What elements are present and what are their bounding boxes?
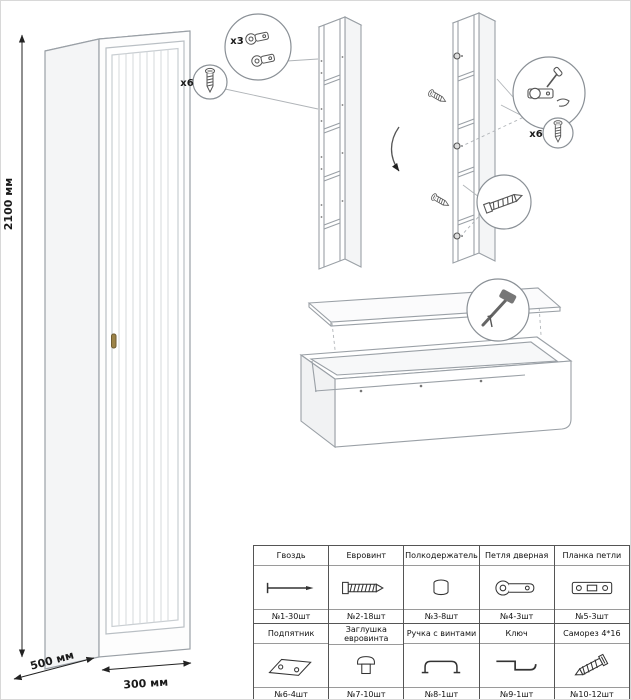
width-dimension-label: 300 мм (123, 675, 169, 691)
drill-holes (359, 379, 483, 393)
door-hinge-icon (480, 566, 554, 609)
hinge-cups (453, 52, 463, 240)
part-qty: №3-8шт (404, 609, 479, 623)
nail-icon (254, 566, 328, 609)
hinge-callout: x3 (224, 13, 292, 81)
part-qty: №6-4шт (254, 687, 329, 699)
shelf-support-icon (404, 566, 478, 609)
part-cell: Планка петли №5-3шт (553, 545, 630, 624)
part-name: Ключ (479, 624, 554, 644)
hinge-mount-callout (512, 56, 586, 130)
part-cell: Ручка с винтами №8-1шт (403, 623, 480, 699)
floating-screw-icon (429, 192, 451, 209)
part-qty: №4-3шт (479, 609, 554, 623)
screw-cap-icon (329, 645, 403, 687)
height-dimension-label: 2100 мм (2, 178, 15, 230)
part-cell: Саморез 4*16 №10-12шт (553, 623, 630, 699)
screw-callout-left: x6 (180, 64, 228, 100)
part-cell: Евровинт №2-18шт (328, 545, 405, 624)
part-name: Полкодержатель (404, 546, 479, 566)
handle-icon (404, 644, 478, 687)
part-qty: №8-1шт (404, 687, 479, 699)
screw-callout-right: x6 (529, 117, 574, 149)
part-qty: №5-3шт (554, 609, 629, 623)
part-name: Планка петли (554, 546, 629, 566)
side-panel-left-unit (317, 16, 363, 270)
hammer-icon (481, 289, 517, 328)
floating-screw-icon (426, 88, 448, 105)
confirmat-screw-icon (329, 566, 403, 609)
screw-count-right-label: x6 (529, 129, 542, 140)
part-cell: Петля дверная №4-3шт (478, 545, 555, 624)
part-qty: №9-1шт (479, 687, 554, 699)
confirmat-callout (476, 174, 532, 230)
part-name: Гвоздь (254, 546, 329, 566)
door-handle (111, 333, 117, 349)
part-name: Петля дверная (479, 546, 554, 566)
part-cell: Полкодержатель №3-8шт (403, 545, 480, 624)
part-name: Евровинт (329, 546, 404, 566)
shelves (323, 74, 341, 230)
door-grooves (118, 49, 169, 626)
parts-table-row: Гвоздь №1-30шт Евровинт №2-18шт Полкодер… (252, 545, 630, 624)
part-cell: Заглушка евровинта №7-10шт (328, 623, 405, 699)
furniture-foot-icon (254, 644, 328, 687)
side-panel-right-unit (451, 12, 497, 264)
part-qty: №2-18шт (329, 609, 404, 623)
self-tapping-screw-icon (555, 644, 629, 687)
width-dimension: 300 мм (101, 660, 192, 692)
hinge-count-label: x3 (230, 36, 243, 47)
cabinet-carcass (299, 336, 573, 449)
part-qty: №1-30шт (254, 609, 329, 623)
wardrobe (44, 30, 191, 670)
part-name: Саморез 4*16 (554, 624, 629, 644)
wardrobe-side-panel (44, 38, 100, 670)
part-cell: Ключ №9-1шт (478, 623, 555, 699)
part-name: Заглушка евровинта (329, 624, 404, 645)
hinge-plate-icon (555, 566, 629, 609)
height-dimension: 2100 мм (2, 34, 26, 658)
parts-table-row: Подпятник №6-4шт Заглушка евровинта №7-1… (252, 623, 630, 699)
part-cell: Подпятник №6-4шт (252, 623, 330, 699)
step-arrow (390, 126, 400, 172)
shelves (457, 70, 475, 226)
key-icon (480, 644, 554, 687)
part-name: Ручка с винтами (404, 624, 479, 644)
parts-table: Гвоздь №1-30шт Евровинт №2-18шт Полкодер… (252, 545, 630, 699)
hammer-callout (466, 278, 530, 342)
drill-holes (320, 56, 344, 218)
screw-count-left-label: x6 (180, 78, 193, 89)
part-name: Подпятник (254, 624, 329, 644)
part-cell: Гвоздь №1-30шт (252, 545, 330, 624)
part-qty: №7-10шт (329, 687, 404, 699)
part-qty: №10-12шт (554, 687, 629, 699)
